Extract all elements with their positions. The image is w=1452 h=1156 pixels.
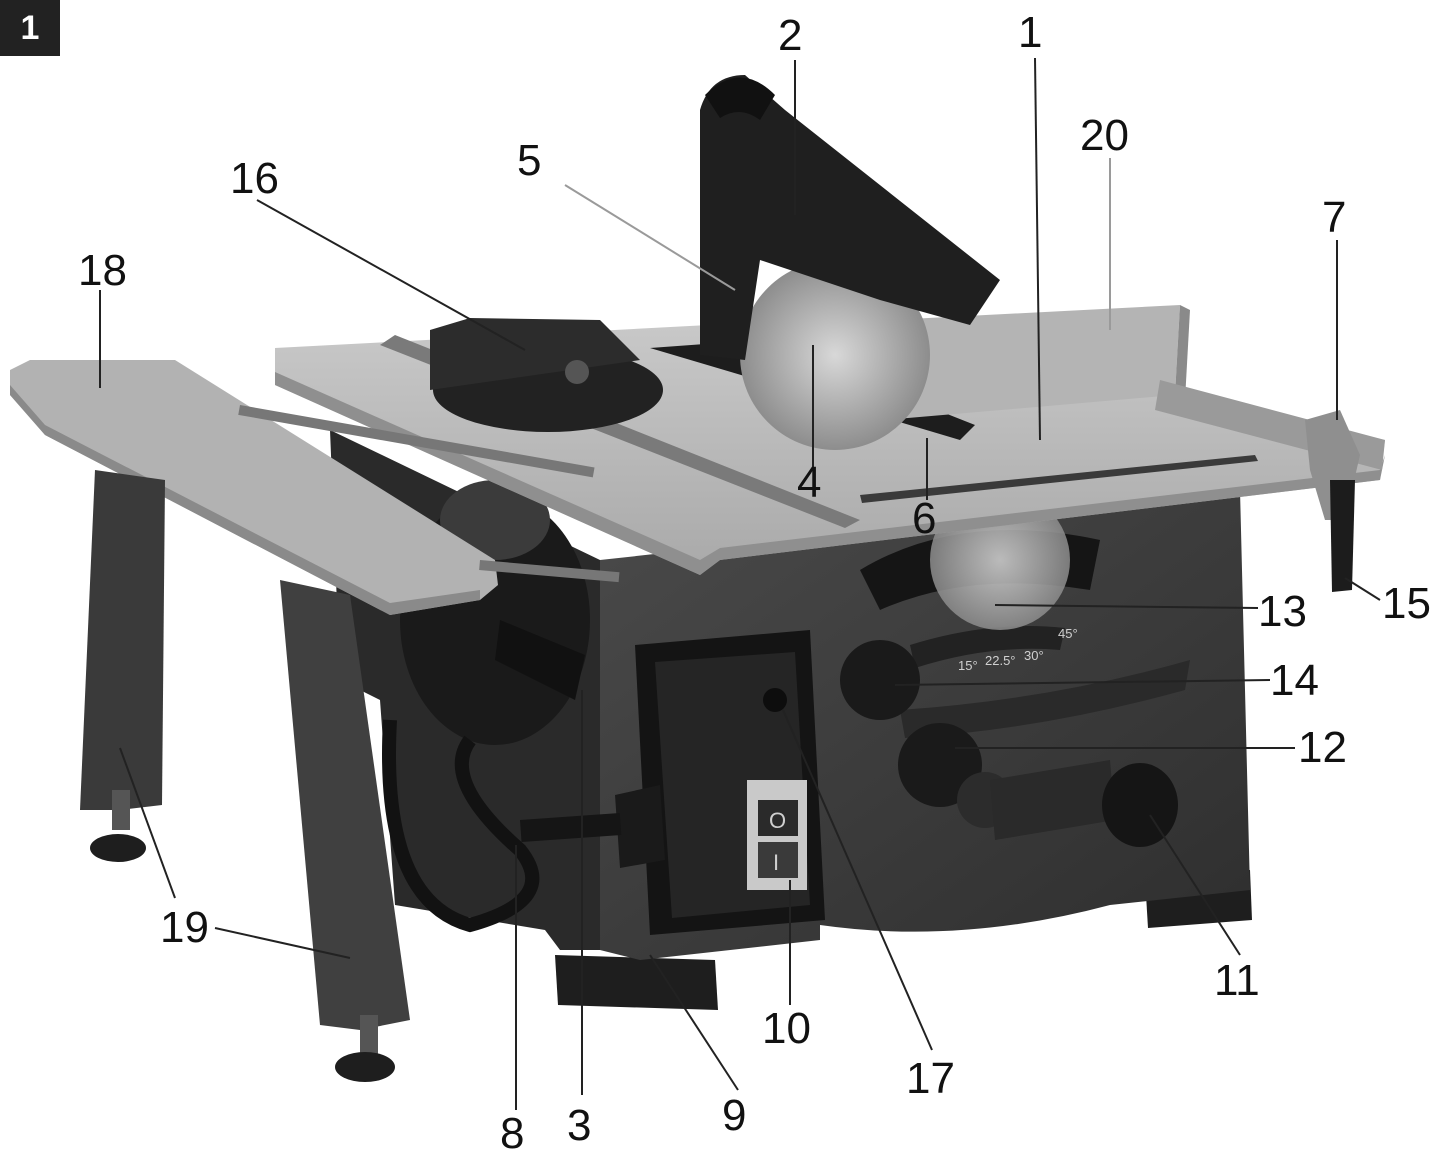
callout-19: 19 bbox=[160, 903, 209, 952]
table-extension bbox=[10, 360, 620, 615]
leader-1 bbox=[1034, 57, 1041, 441]
callout-12: 12 bbox=[1298, 723, 1347, 772]
miter-gauge bbox=[430, 318, 663, 432]
knobs bbox=[495, 620, 1178, 847]
power-cord bbox=[382, 719, 540, 933]
callout-13: 13 bbox=[1258, 587, 1307, 636]
scale-label-15: 15° bbox=[958, 658, 978, 673]
callout-6: 6 bbox=[912, 494, 936, 543]
switch-box: O I bbox=[520, 630, 825, 935]
callout-1: 1 bbox=[1018, 8, 1042, 57]
callout-numbers: 1 2 3 4 5 6 7 8 9 10 11 12 13 14 15 16 1… bbox=[78, 8, 1431, 1156]
callout-5: 5 bbox=[517, 136, 541, 185]
leader-14 bbox=[894, 679, 1271, 686]
scale-label-30: 30° bbox=[1024, 648, 1044, 663]
leader-19 bbox=[214, 927, 351, 959]
callout-8: 8 bbox=[500, 1109, 524, 1156]
switch-on-label: I bbox=[773, 850, 779, 875]
callout-14: 14 bbox=[1270, 656, 1319, 705]
leader-5 bbox=[564, 184, 736, 291]
scale-label-22-5: 22.5° bbox=[985, 653, 1016, 668]
figure-number-badge: 1 bbox=[0, 0, 60, 56]
blade-guard bbox=[700, 75, 1000, 360]
callout-10: 10 bbox=[762, 1004, 811, 1053]
leader-11 bbox=[1149, 814, 1241, 956]
callout-4: 4 bbox=[797, 458, 821, 507]
saw-blade bbox=[740, 260, 930, 450]
leader-16 bbox=[256, 199, 526, 351]
leader-19b bbox=[119, 747, 176, 899]
callout-9: 9 bbox=[722, 1091, 746, 1140]
fence-lock-lever bbox=[1305, 410, 1360, 592]
support-legs bbox=[80, 470, 410, 1082]
callout-3: 3 bbox=[567, 1101, 591, 1150]
callout-15: 15 bbox=[1382, 579, 1431, 628]
switch-off-label: O bbox=[769, 808, 786, 833]
callout-16: 16 bbox=[230, 154, 279, 203]
callout-2: 2 bbox=[778, 11, 802, 60]
leader-13 bbox=[994, 604, 1259, 609]
callout-7: 7 bbox=[1322, 193, 1346, 242]
callout-18: 18 bbox=[78, 246, 127, 295]
leader-lines bbox=[99, 57, 1381, 1110]
scale-label-45: 45° bbox=[1058, 626, 1078, 641]
leader-15 bbox=[1344, 577, 1381, 601]
callout-20: 20 bbox=[1080, 111, 1129, 160]
leader-9 bbox=[649, 954, 739, 1091]
callout-17: 17 bbox=[906, 1054, 955, 1103]
leader-17 bbox=[782, 709, 933, 1051]
callout-11: 11 bbox=[1214, 956, 1260, 1005]
